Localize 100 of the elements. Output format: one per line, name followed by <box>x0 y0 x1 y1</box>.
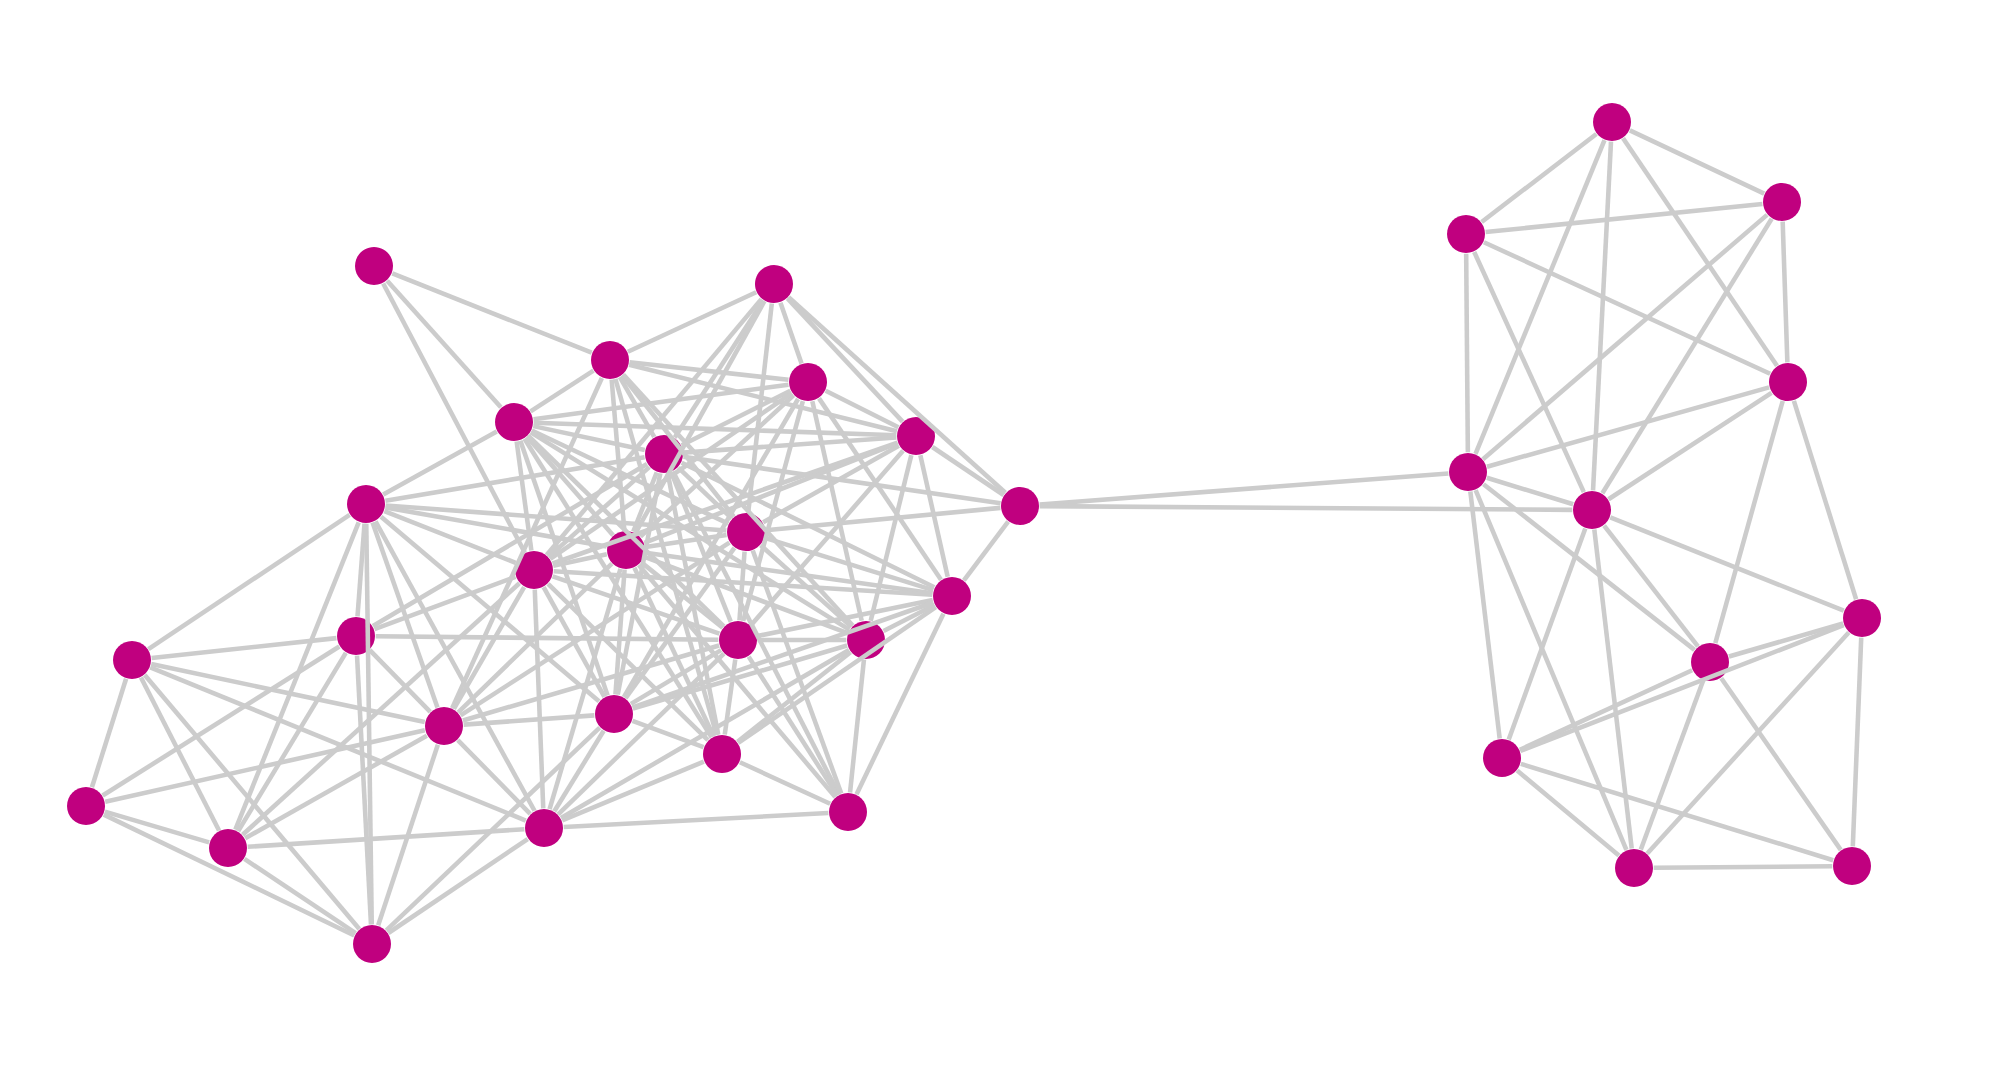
connector-line <box>529 430 851 632</box>
connector-line <box>683 454 1001 506</box>
connector-line <box>514 441 534 551</box>
connector-line <box>757 637 847 643</box>
connector-line <box>1486 385 1770 469</box>
connector-line <box>722 659 738 735</box>
network-node <box>425 707 463 745</box>
network-node <box>355 247 393 285</box>
connector-line <box>552 729 606 813</box>
network-node <box>1763 183 1801 221</box>
connector-line <box>787 295 1007 495</box>
connector-line <box>631 471 659 533</box>
connector-line <box>615 472 663 696</box>
connector-line <box>551 440 899 566</box>
connector-line <box>385 279 503 409</box>
connector-line <box>533 382 789 422</box>
network-node <box>1001 487 1039 525</box>
network-node <box>347 485 385 523</box>
connector-line <box>456 562 614 714</box>
connector-line <box>1728 621 1844 659</box>
connector-line <box>532 423 646 453</box>
connector-line <box>1621 137 1779 367</box>
connector-line <box>764 535 934 593</box>
connector-line <box>385 503 727 533</box>
connector-line <box>633 300 767 534</box>
connector-line <box>244 733 428 841</box>
connector-line <box>632 566 716 738</box>
connector-line <box>609 379 627 531</box>
connector-line <box>241 581 521 837</box>
connector-line <box>643 554 849 636</box>
connector-line <box>882 602 936 634</box>
connector-line <box>368 648 432 714</box>
connector-line <box>680 388 792 448</box>
connector-line <box>1638 679 1706 851</box>
connector-line <box>561 759 705 823</box>
connector-line <box>532 589 546 809</box>
connector-line <box>1486 475 1574 507</box>
connector-line <box>150 661 426 725</box>
connector-line <box>623 546 737 700</box>
network-node <box>933 577 971 615</box>
connector-line <box>143 673 362 931</box>
connector-line <box>376 744 440 927</box>
connector-line <box>451 585 527 711</box>
connector-line <box>738 760 832 806</box>
network-node <box>1447 215 1485 253</box>
connector-line <box>546 582 710 742</box>
connector-line <box>101 644 341 798</box>
network-node <box>591 341 629 379</box>
connector-line <box>1482 240 1772 376</box>
connector-line <box>385 455 645 503</box>
network-node <box>67 787 105 825</box>
connector-line <box>931 445 1005 497</box>
connector-line <box>629 359 789 383</box>
network-node <box>645 435 683 473</box>
connector-line <box>1039 503 1573 513</box>
connector-line <box>382 429 498 497</box>
connector-line <box>462 643 720 723</box>
connector-line <box>737 551 747 621</box>
network-node <box>1449 453 1487 491</box>
connector-line <box>1628 128 1766 196</box>
network-node <box>525 809 563 847</box>
connector-line <box>236 651 348 833</box>
connector-line <box>1519 623 1845 753</box>
connector-line <box>671 470 842 796</box>
connector-line <box>147 513 351 651</box>
connector-line <box>639 560 725 630</box>
connector-line <box>375 633 719 643</box>
connector-line <box>379 515 601 703</box>
connector-line <box>243 857 357 935</box>
connector-line <box>1506 527 1588 741</box>
connector-line <box>1719 676 1843 852</box>
connector-line <box>1473 489 1629 851</box>
network-node <box>495 403 533 441</box>
connector-line <box>385 505 607 549</box>
connector-line <box>745 303 775 513</box>
connector-line <box>104 809 210 845</box>
network-node <box>755 265 793 303</box>
connector-line <box>559 647 851 821</box>
network-node <box>1615 849 1653 887</box>
connector-line <box>643 441 899 545</box>
connector-line <box>1481 213 1769 461</box>
network-node <box>703 735 741 773</box>
connector-line <box>525 435 615 537</box>
connector-line <box>1520 761 1834 863</box>
connector-line <box>544 297 764 557</box>
connector-line <box>785 296 905 424</box>
network-node <box>595 695 633 733</box>
connector-line <box>1791 400 1859 600</box>
connector-line <box>1607 390 1773 502</box>
connector-line <box>383 509 517 565</box>
connector-line <box>847 659 867 793</box>
connector-line <box>1482 482 1696 652</box>
connector-line <box>631 600 935 710</box>
connector-line <box>1780 221 1790 363</box>
connector-line <box>854 612 946 796</box>
connector-line <box>617 375 657 439</box>
network-node <box>727 513 765 551</box>
network-node <box>209 829 247 867</box>
connector-line <box>149 665 527 823</box>
connector-line <box>621 397 801 699</box>
